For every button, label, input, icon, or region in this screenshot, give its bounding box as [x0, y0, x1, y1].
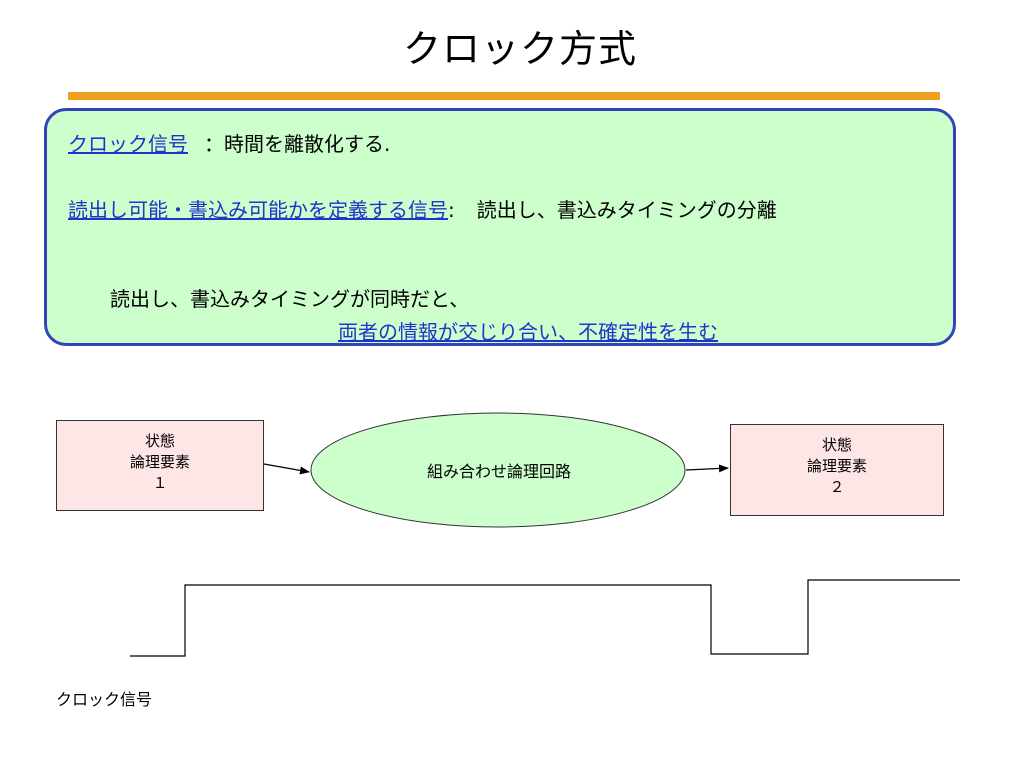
slide-title: クロック方式 — [402, 27, 637, 71]
state-element-2-line-3: ２ — [829, 478, 845, 496]
clock-signal-definition: クロック信号 ：時間を離散化する. — [68, 128, 390, 157]
clock-signal-label: クロック信号 — [56, 690, 153, 709]
state-element-1-line-1: 状態 — [144, 432, 175, 450]
rw-signal-link[interactable]: 読出し可能・書込み可能かを定義する信号 — [68, 198, 448, 222]
state-element-1-line-3: １ — [152, 474, 168, 492]
clock-signal-link[interactable]: クロック信号 — [68, 132, 188, 156]
state-element-1: 状態 論理要素 １ — [56, 420, 264, 511]
arrow-state1-to-logic — [263, 463, 310, 475]
note-line-2-link[interactable]: 両者の情報が交じり合い、不確定性を生む — [338, 320, 718, 344]
state-element-2: 状態 論理要素 ２ — [730, 424, 944, 516]
clock-waveform — [130, 579, 960, 657]
combinational-logic-ellipse — [310, 412, 686, 528]
note-line-1: 読出し、書込みタイミングが同時だと、 — [110, 287, 470, 311]
arrow-logic-to-state2 — [685, 464, 729, 473]
title-underline — [68, 92, 940, 100]
state-element-2-line-2: 論理要素 — [806, 457, 867, 475]
state-element-1-line-2: 論理要素 — [129, 453, 190, 471]
definition-box — [44, 108, 956, 346]
rw-signal-definition: 読出し可能・書込み可能かを定義する信号: 読出し、書込みタイミングの分離 — [68, 194, 777, 223]
clock-signal-description: ：時間を離散化する. — [204, 132, 391, 156]
rw-signal-colon: : — [448, 198, 455, 222]
combinational-logic-label: 組み合わせ論理回路 — [426, 462, 571, 481]
state-element-2-line-1: 状態 — [821, 436, 852, 454]
rw-signal-description: 読出し、書込みタイミングの分離 — [476, 198, 777, 222]
